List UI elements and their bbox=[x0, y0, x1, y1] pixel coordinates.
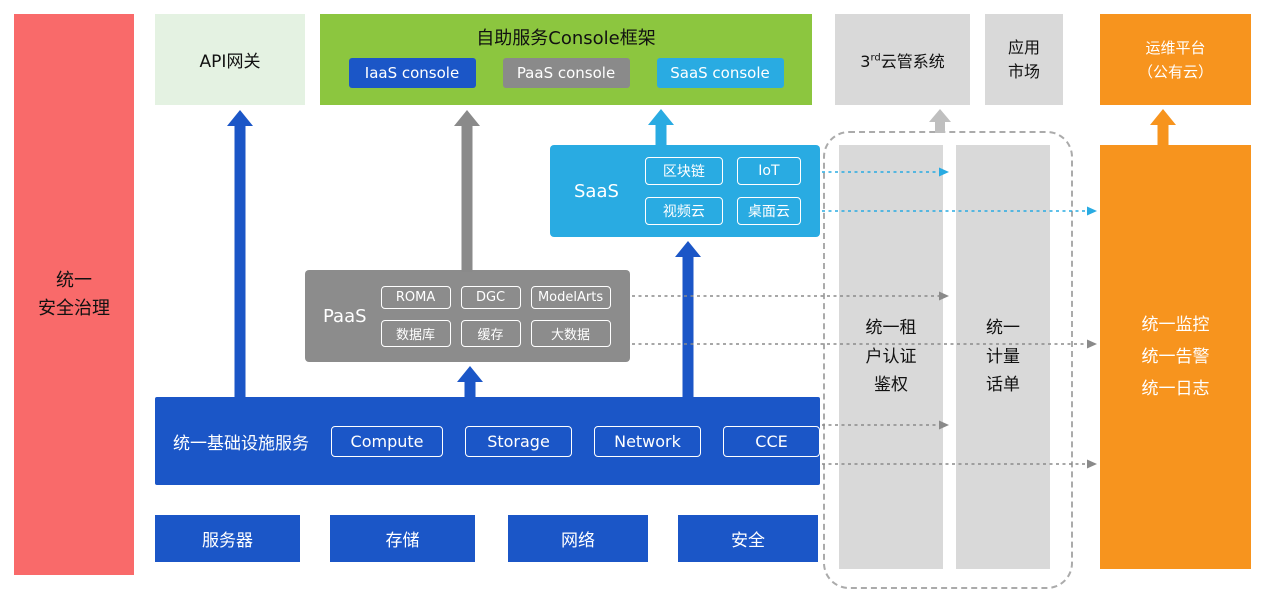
hardware-box-storage: 存储 bbox=[330, 515, 475, 562]
api-gateway-label: API网关 bbox=[199, 52, 261, 72]
infra-chip-network: Network bbox=[594, 425, 701, 457]
monitoring-alarm-log-bar: 统一监控 统一告警 统一日志 bbox=[1100, 145, 1251, 569]
paas-layer-label: PaaS bbox=[323, 305, 367, 327]
arrow-saas-to-console bbox=[648, 109, 674, 147]
paas-chip-bigdata: 大数据 bbox=[530, 319, 611, 347]
paas-service-grid: ROMA DGC ModelArts 数据库 缓存 大数据 bbox=[380, 285, 611, 347]
arrow-monitor-to-ops-platform bbox=[1150, 109, 1176, 147]
tenant-auth-bar: 统一租 户认证 鉴权 bbox=[839, 145, 943, 569]
saas-layer-box: SaaS 区块链 IoT 视频云 桌面云 bbox=[550, 145, 820, 237]
paas-chip-database: 数据库 bbox=[380, 319, 451, 347]
infra-chip-cce: CCE bbox=[723, 425, 820, 457]
security-governance-bar: 统一 安全治理 bbox=[14, 14, 134, 575]
ops-platform-label: 运维平台 （公有云） bbox=[1137, 38, 1213, 81]
third-party-cloud-mgmt-box: 3rd云管系统 bbox=[835, 14, 970, 105]
hardware-box-server: 服务器 bbox=[155, 515, 300, 562]
saas-chip-blockchain: 区块链 bbox=[644, 157, 723, 185]
paas-chip-modelarts: ModelArts bbox=[530, 285, 611, 309]
console-framework-box: 自助服务Console框架 IaaS console PaaS console … bbox=[320, 14, 812, 105]
metering-billing-label: 统一 计量 话单 bbox=[986, 317, 1020, 396]
arrow-infra-to-api-gateway bbox=[227, 110, 253, 399]
infrastructure-service-grid: Compute Storage Network CCE bbox=[331, 425, 820, 457]
saas-chip-video-cloud: 视频云 bbox=[644, 197, 723, 225]
iaas-console-chip: IaaS console bbox=[348, 58, 476, 88]
app-market-label: 应用 市场 bbox=[1007, 37, 1040, 81]
metering-billing-bar: 统一 计量 话单 bbox=[956, 145, 1050, 569]
paas-chip-cache: 缓存 bbox=[460, 319, 521, 347]
api-gateway-box: API网关 bbox=[155, 14, 305, 105]
monitoring-alarm-log-label: 统一监控 统一告警 统一日志 bbox=[1141, 314, 1210, 400]
ops-platform-box: 运维平台 （公有云） bbox=[1100, 14, 1251, 105]
tenant-auth-label: 统一租 户认证 鉴权 bbox=[865, 317, 917, 396]
infrastructure-layer-box: 统一基础设施服务 Compute Storage Network CCE bbox=[155, 397, 820, 485]
hardware-box-network: 网络 bbox=[508, 515, 648, 562]
app-market-box: 应用 市场 bbox=[985, 14, 1063, 105]
arrow-paas-to-console bbox=[454, 110, 480, 272]
infra-chip-compute: Compute bbox=[331, 425, 443, 457]
saas-service-grid: 区块链 IoT 视频云 桌面云 bbox=[644, 157, 801, 225]
infrastructure-label: 统一基础设施服务 bbox=[173, 433, 309, 454]
saas-console-chip: SaaS console bbox=[656, 58, 784, 88]
console-chip-row: IaaS console PaaS console SaaS console bbox=[320, 58, 812, 88]
third-party-cloud-mgmt-label: 3rd云管系统 bbox=[860, 51, 945, 71]
hardware-box-security: 安全 bbox=[678, 515, 818, 562]
saas-layer-label: SaaS bbox=[574, 180, 619, 202]
infra-chip-storage: Storage bbox=[465, 425, 572, 457]
console-framework-title: 自助服务Console框架 bbox=[476, 28, 656, 49]
paas-chip-dgc: DGC bbox=[460, 285, 521, 309]
paas-layer-box: PaaS ROMA DGC ModelArts 数据库 缓存 大数据 bbox=[305, 270, 630, 362]
saas-chip-iot: IoT bbox=[736, 157, 801, 185]
paas-console-chip: PaaS console bbox=[502, 58, 630, 88]
arrow-infra-to-paas bbox=[457, 366, 483, 399]
saas-chip-desktop-cloud: 桌面云 bbox=[736, 197, 801, 225]
security-governance-label: 统一 安全治理 bbox=[38, 269, 110, 319]
arrow-infra-to-saas bbox=[675, 241, 701, 399]
arrow-shared-to-third-party bbox=[929, 109, 951, 133]
paas-chip-roma: ROMA bbox=[380, 285, 451, 309]
